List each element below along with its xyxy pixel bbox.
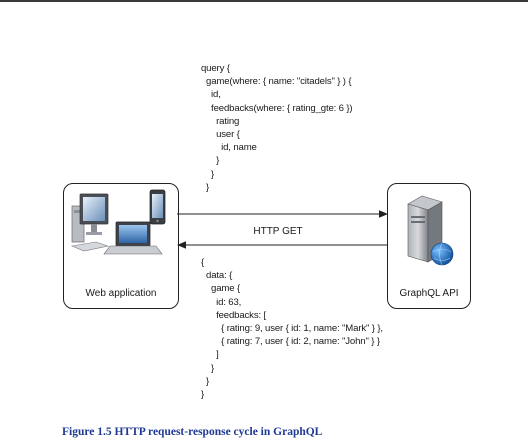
response-line: { rating: 7, user { id: 2, name: "John" … [201,336,380,348]
query-line: user { [201,129,240,141]
response-line: } [201,389,205,401]
graphql-api-label: GraphQL API [399,288,459,299]
graphql-api-node: GraphQL API [387,183,471,309]
response-arrow [177,241,387,249]
query-line: } [201,155,220,167]
query-line: game(where: { name: "citadels" } ) { [201,76,352,88]
response-line: { [201,257,205,268]
response-line: data: { [201,270,233,282]
web-application-node: Web application [63,183,179,309]
graphql-query-code: query { game(where: { name: "citadels" }… [201,62,353,194]
query-line: } [201,181,210,193]
response-line: } [201,362,215,374]
query-line: rating [201,115,240,127]
server-icon [407,195,454,266]
response-line: { rating: 9, user { id: 1, name: "Mark" … [201,323,383,335]
web-application-label: Web application [85,288,157,299]
query-line: query { [201,63,230,74]
http-get-label: HTTP GET [253,226,303,237]
response-line: id: 63, [201,296,242,308]
query-line: id, [201,89,221,101]
window-top-border [0,0,528,2]
query-line: id, name [201,142,257,154]
query-line: feedbacks(where: { rating_gte: 6 }) [201,102,353,114]
response-line: game { [201,283,241,295]
query-line: } [201,168,215,180]
response-line: ] [201,349,219,361]
response-line: } [201,375,210,387]
request-arrow [177,210,388,218]
devices-icon [70,189,166,255]
graphql-response-code: { data: { game { id: 63, feedbacks: [ { … [201,256,383,401]
figure-caption: Figure 1.5 HTTP request-response cycle i… [62,426,323,438]
response-line: feedbacks: [ [201,309,267,321]
